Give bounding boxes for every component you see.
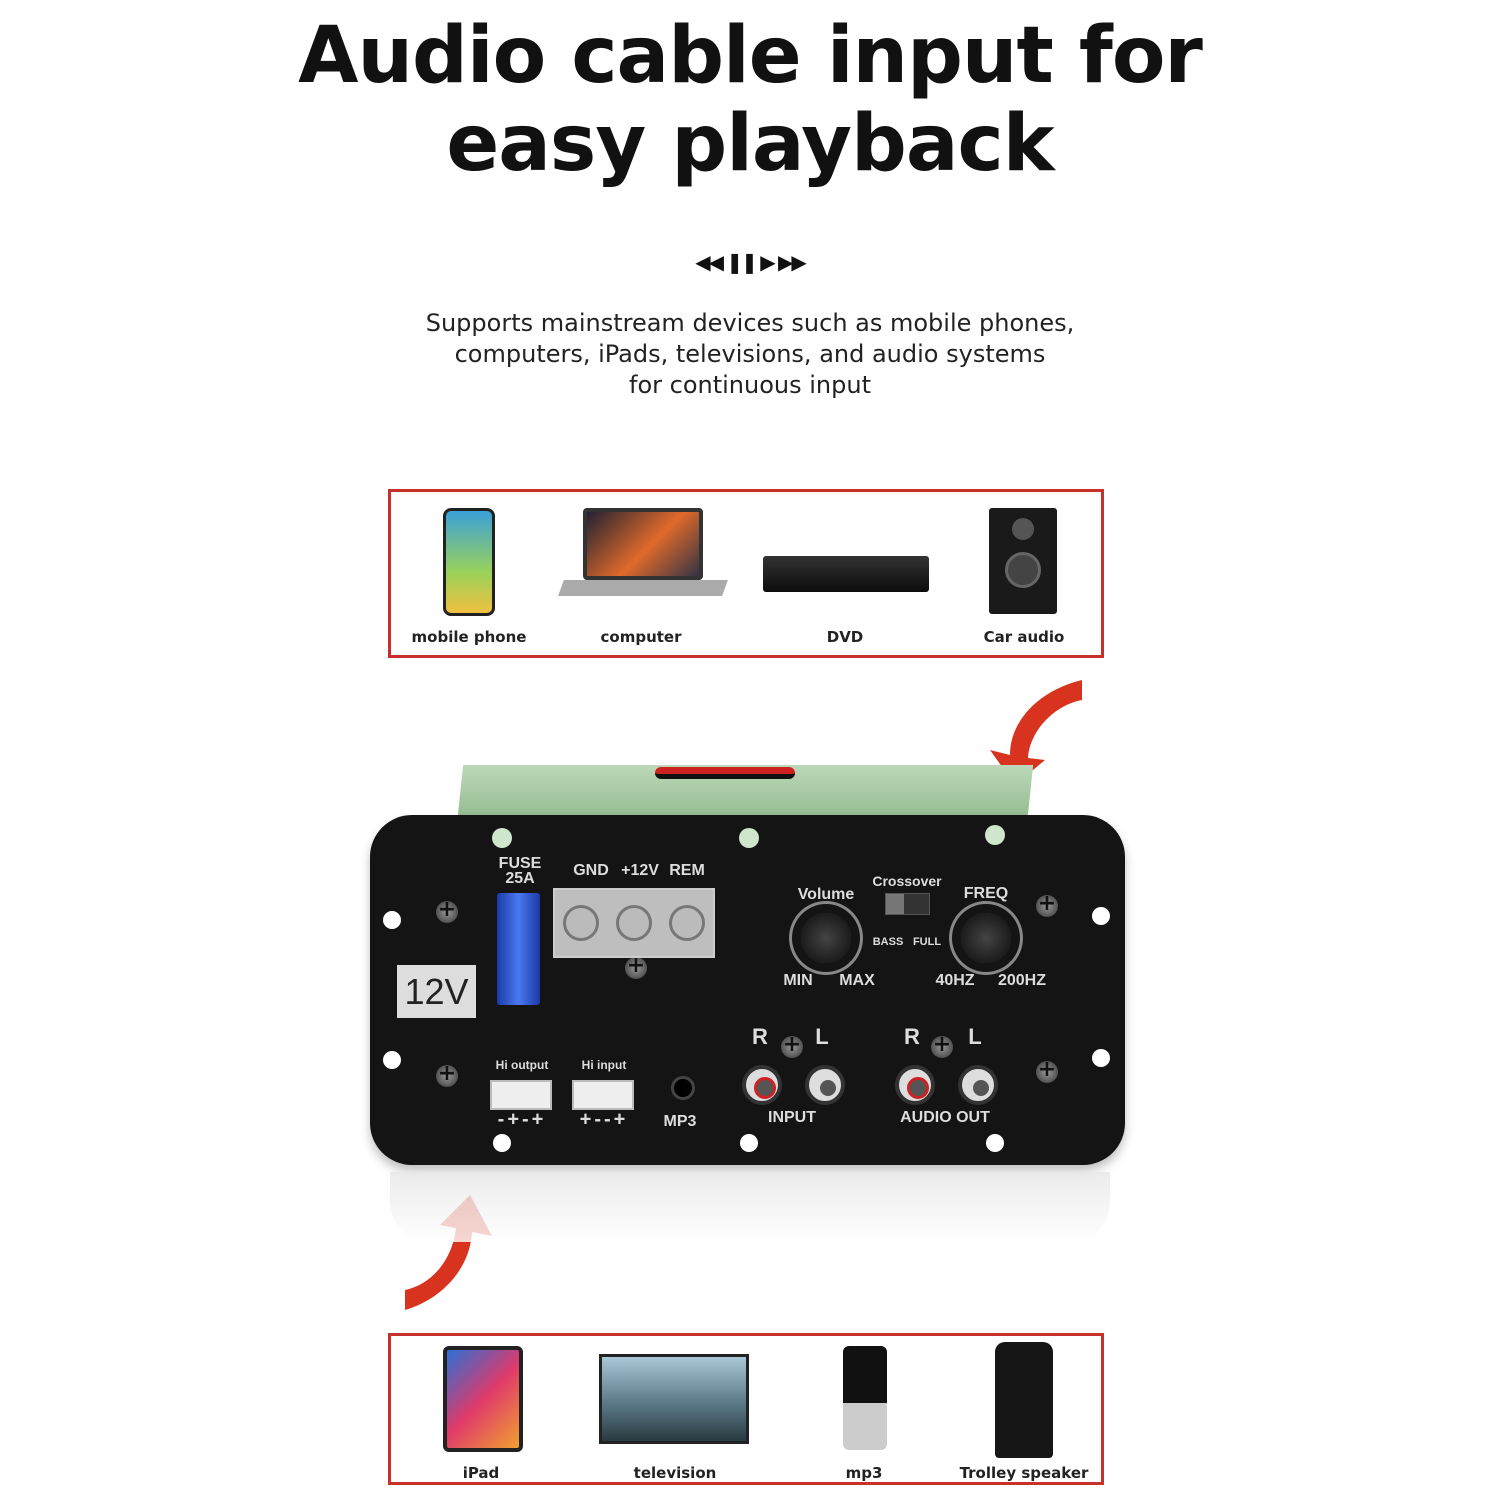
device-label: mobile phone [411,628,527,646]
ipad-image [443,1346,523,1452]
freq-max-label: 200HZ [997,972,1047,989]
device-label: Car audio [983,628,1065,646]
device-label: DVD [826,628,864,646]
screw-icon [1036,1057,1058,1083]
top-devices-box: mobile phone computer DVD Car audio [388,489,1104,658]
crossover-label: Crossover [872,873,942,889]
max-label: MAX [839,972,875,989]
mount-hole [986,1134,1004,1152]
mount-hole [1092,1049,1110,1067]
hi-output-connector[interactable] [490,1080,552,1110]
mount-hole [383,1051,401,1069]
screw-icon [436,1061,458,1087]
power-terminal-block [553,888,715,958]
arrow-down-icon [990,680,1082,785]
speaker-image [989,508,1057,614]
description-line1: Supports mainstream devices such as mobi… [425,309,1075,337]
voltage-badge: 12V [397,965,476,1018]
fuse [497,893,540,1005]
hi-input-label: Hi input [581,1058,627,1072]
fuse-rating-label: 25A [505,870,535,887]
device-label: Trolley speaker [959,1464,1089,1482]
mp3-jack[interactable] [671,1076,695,1100]
input-r-jack[interactable] [742,1065,782,1105]
min-label: MIN [783,972,813,989]
mount-hole [985,825,1005,845]
mp3-player-image [843,1346,887,1450]
red-wire [655,767,795,779]
device-label: iPad [462,1464,500,1482]
media-controls-icon: ◀◀ ❚❚ ▶ ▶▶ [695,250,807,274]
hi-input-connector[interactable] [572,1080,634,1110]
screw-icon [1036,891,1058,917]
trolley-speaker-image [995,1342,1053,1458]
mount-hole [740,1134,758,1152]
dvd-image [763,556,929,592]
gnd-label: GND [573,862,609,879]
mp3-label: MP3 [663,1113,697,1130]
description-line3: for continuous input [629,371,871,399]
description-line2: computers, iPads, televisions, and audio… [454,340,1046,368]
device-label: mp3 [845,1464,883,1482]
freq-label: FREQ [963,885,1009,902]
screw-icon [781,1032,803,1058]
volume-label: Volume [797,886,855,903]
description: Supports mainstream devices such as mobi… [0,308,1500,401]
headline-line2: easy playback [446,99,1054,189]
hi-output-pins: -+-+ [497,1108,547,1131]
mount-hole [739,828,759,848]
12v-label: +12V [621,862,659,879]
volume-knob[interactable] [801,913,851,963]
mount-hole [1092,907,1110,925]
full-label: FULL [912,936,942,948]
screw-icon [625,953,647,979]
hi-output-label: Hi output [495,1058,549,1072]
device-label: television [633,1464,717,1482]
out-r-jack[interactable] [895,1065,935,1105]
input-l-label: L [815,1024,829,1049]
input-r-label: R [752,1024,768,1049]
hi-input-pins: +--+ [579,1108,629,1131]
fuse-label: FUSE [498,855,542,872]
headline-line1: Audio cable input for [298,11,1203,101]
television-image [599,1354,749,1444]
mount-hole [383,911,401,929]
laptop-image [583,508,703,580]
freq-min-label: 40HZ [935,972,975,989]
phone-image [443,508,495,616]
panel-reflection [390,1172,1110,1242]
screw-icon [931,1032,953,1058]
mount-hole [493,1134,511,1152]
device-label: computer [600,628,682,646]
bottom-devices-box: iPad television mp3 Trolley speaker [388,1333,1104,1485]
rem-label: REM [669,862,705,879]
amplifier-panel [370,815,1125,1165]
screw-icon [436,897,458,923]
out-r-label: R [904,1024,920,1049]
mount-hole [492,828,512,848]
out-l-jack[interactable] [958,1065,998,1105]
input-label: INPUT [768,1109,816,1126]
input-l-jack[interactable] [805,1065,845,1105]
audio-out-label: AUDIO OUT [900,1109,990,1126]
bass-label: BASS [872,936,904,948]
freq-knob[interactable] [961,913,1011,963]
crossover-switch[interactable] [885,893,930,915]
out-l-label: L [968,1024,982,1049]
